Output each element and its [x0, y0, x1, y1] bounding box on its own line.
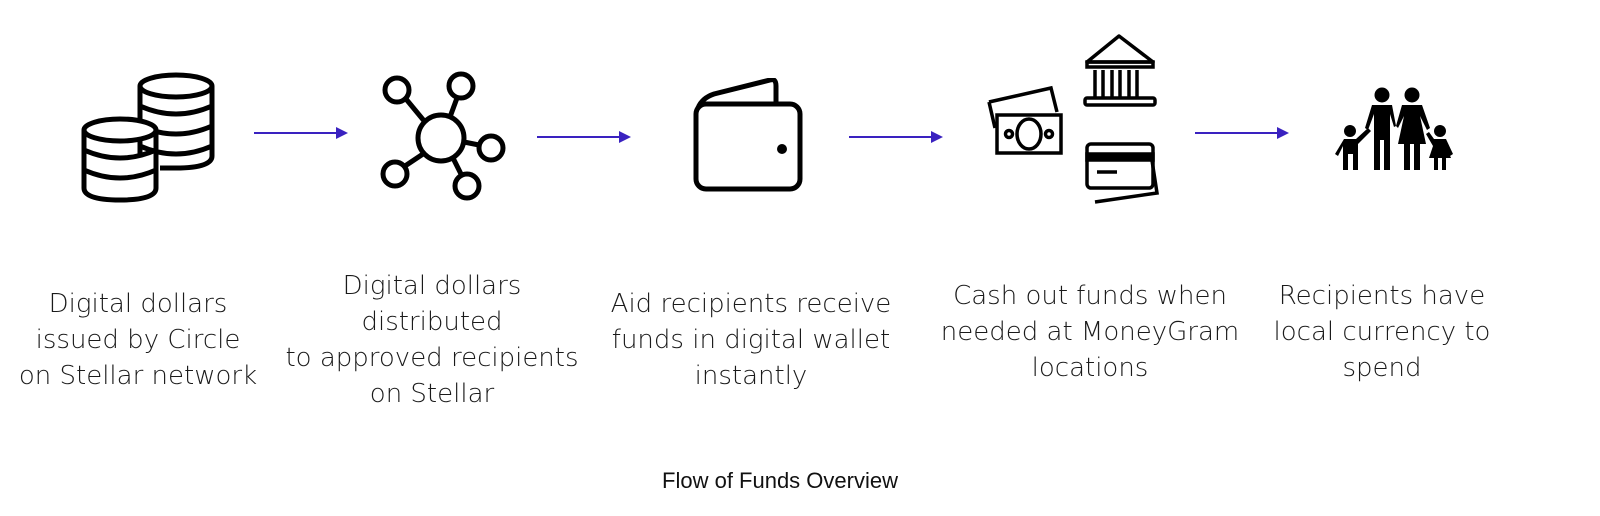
family-icon	[1335, 87, 1453, 170]
bank-icon	[1083, 34, 1157, 107]
cash-bank-card-icon	[987, 34, 1159, 204]
flow-arrow-3	[849, 131, 943, 143]
step-3-label: Aid recipients receive funds in digital …	[610, 289, 892, 391]
network-hub-icon	[380, 71, 506, 201]
diagram-caption: Flow of Funds Overview	[662, 468, 898, 493]
wallet-icon	[693, 78, 803, 192]
flow-arrow-1	[254, 127, 348, 139]
coin-stacks-icon	[81, 72, 215, 203]
step-4-label: Cash out funds when needed at MoneyGram …	[940, 281, 1240, 383]
step-1-label: Digital dollars issued by Circle on Stel…	[18, 289, 258, 391]
cash-icon	[987, 85, 1063, 155]
step-5-label: Recipients have local currency to spend	[1273, 281, 1491, 383]
credit-card-icon	[1085, 142, 1159, 204]
step-2-label: Digital dollars distributed to approved …	[285, 271, 579, 409]
flow-arrow-4	[1195, 127, 1289, 139]
flow-arrow-2	[537, 131, 631, 143]
